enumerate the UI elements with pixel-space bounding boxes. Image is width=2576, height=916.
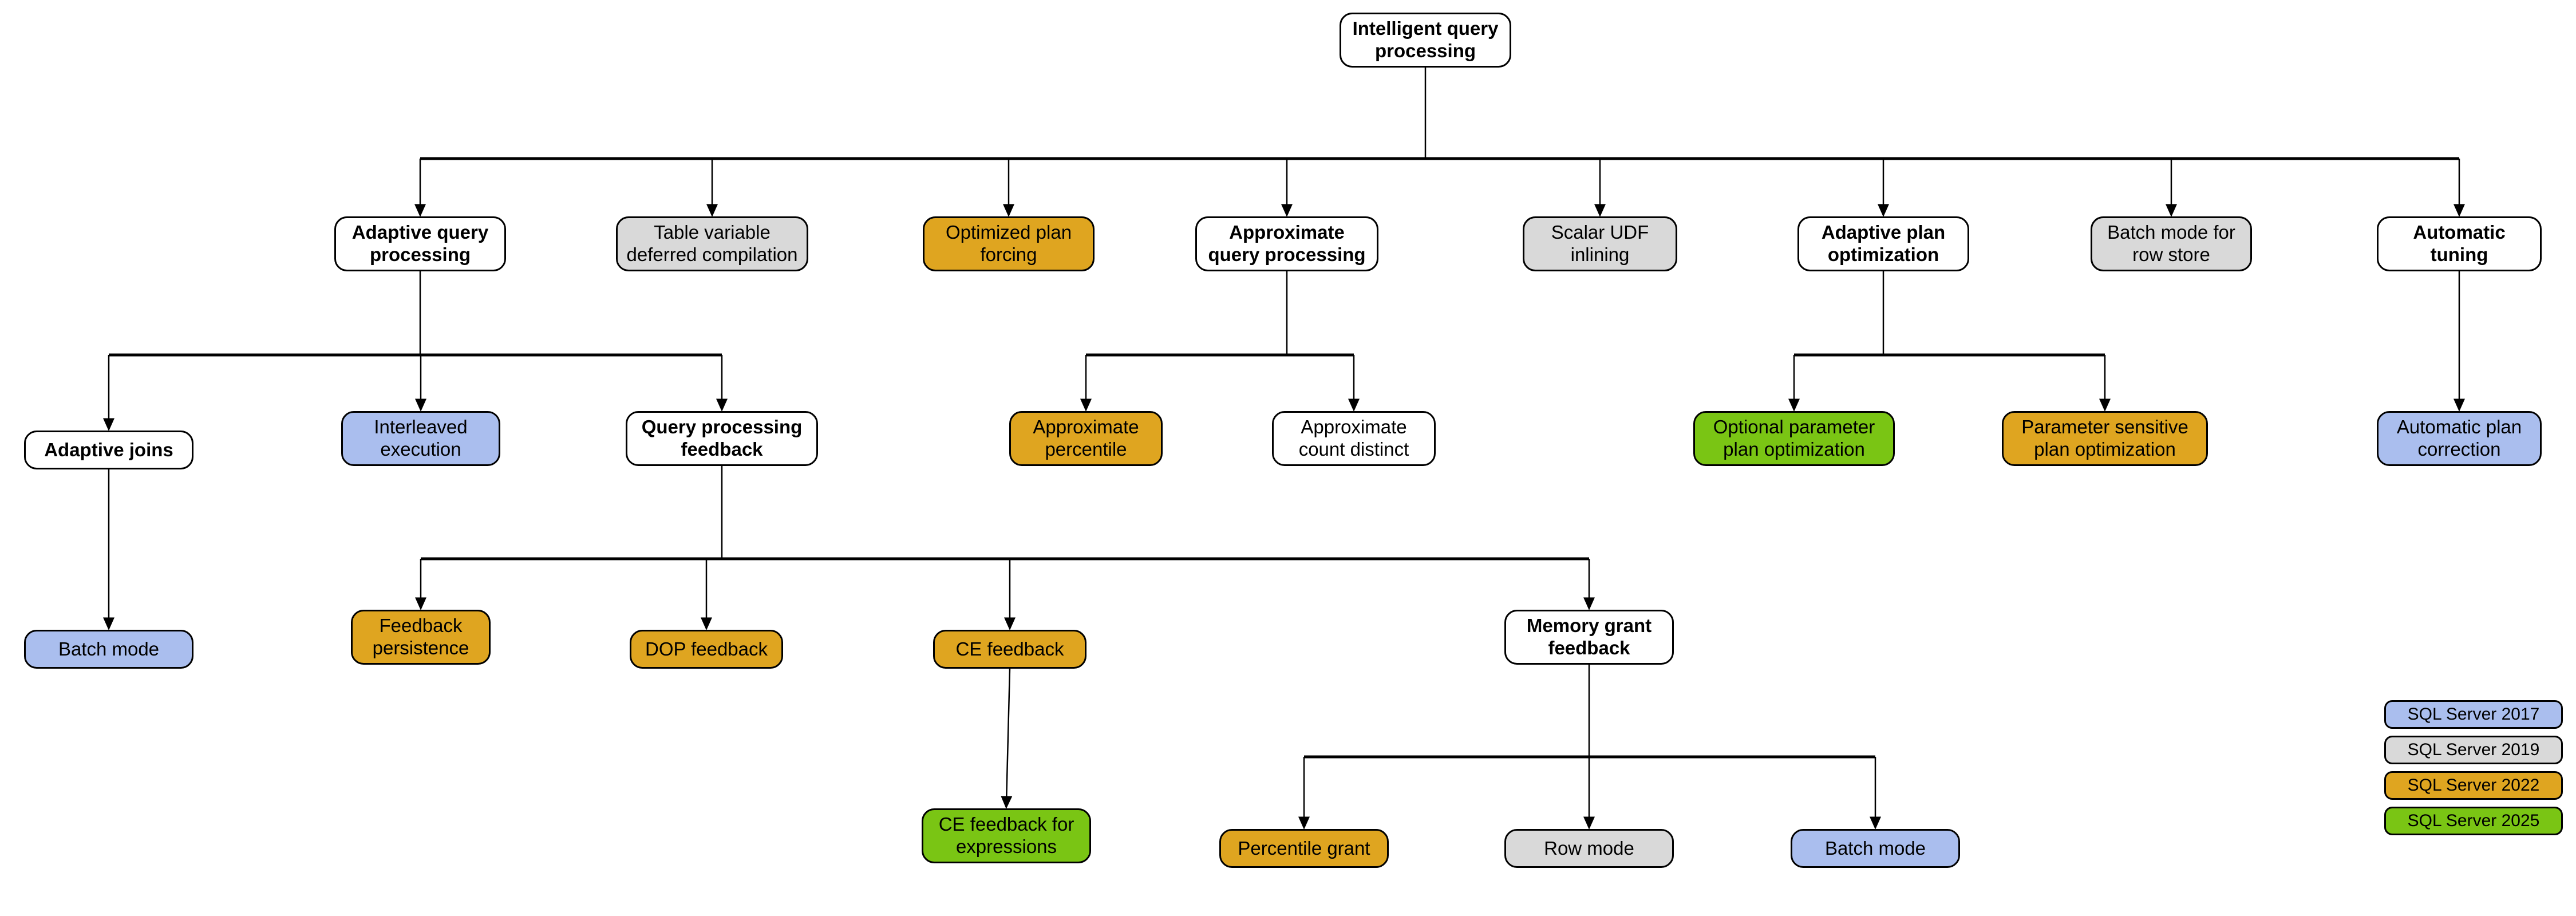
legend-item-sql-server-2022: SQL Server 2022 [2384,771,2563,800]
node-pspo[interactable]: Parameter sensitive plan optimization [2002,411,2208,466]
node-aqp[interactable]: Adaptive query processing [334,216,506,271]
node-apct[interactable]: Approximate percentile [1009,411,1163,466]
node-ilexec[interactable]: Interleaved execution [341,411,500,466]
legend-item-sql-server-2019: SQL Server 2019 [2384,736,2563,764]
node-sudf[interactable]: Scalar UDF inlining [1523,216,1677,271]
node-qpf[interactable]: Query processing feedback [626,411,818,466]
node-pctgrant[interactable]: Percentile grant [1219,829,1389,868]
legend-item-sql-server-2017: SQL Server 2017 [2384,700,2563,729]
node-opf[interactable]: Optimized plan forcing [923,216,1095,271]
node-apc[interactable]: Automatic plan correction [2377,411,2542,466]
node-autotune[interactable]: Automatic tuning [2377,216,2542,271]
node-fbpers[interactable]: Feedback persistence [351,610,491,665]
node-ajoins[interactable]: Adaptive joins [24,431,193,469]
node-dopfb[interactable]: DOP feedback [630,630,783,669]
node-cefb[interactable]: CE feedback [933,630,1086,669]
node-tvdc[interactable]: Table variable deferred compilation [616,216,808,271]
node-mgf[interactable]: Memory grant feedback [1504,610,1674,665]
node-apo[interactable]: Adaptive plan optimization [1797,216,1969,271]
node-acd[interactable]: Approximate count distinct [1272,411,1436,466]
legend-item-sql-server-2025: SQL Server 2025 [2384,807,2563,835]
node-root[interactable]: Intelligent query processing [1340,13,1511,68]
node-oppo[interactable]: Optional parameter plan optimization [1693,411,1895,466]
node-bmode1[interactable]: Batch mode [24,630,193,669]
node-apq[interactable]: Approximate query processing [1195,216,1378,271]
node-bmrs[interactable]: Batch mode for row store [2091,216,2252,271]
node-cefbexpr[interactable]: CE feedback for expressions [922,808,1091,863]
node-bmode2[interactable]: Batch mode [1791,829,1960,868]
node-rowmode[interactable]: Row mode [1504,829,1674,868]
